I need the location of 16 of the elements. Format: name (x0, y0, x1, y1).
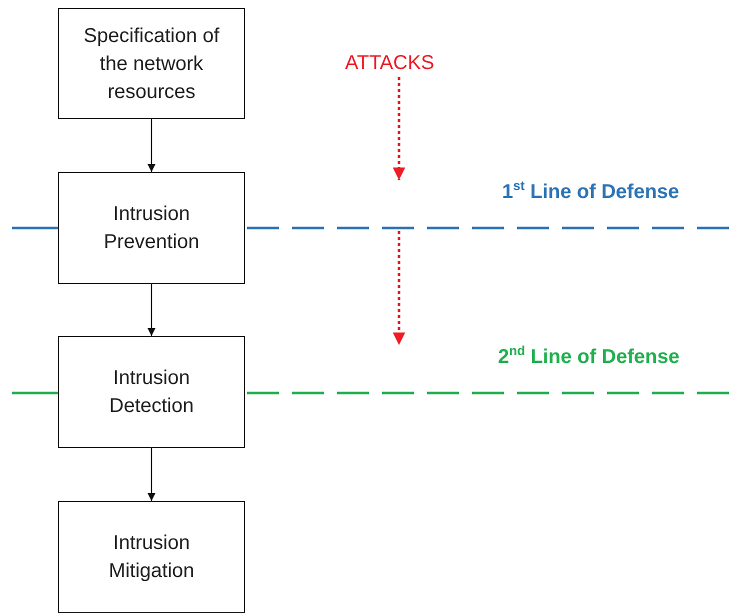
box-label: Intrusion Detection (108, 366, 195, 419)
box-label: Intrusion Prevention (102, 202, 200, 255)
process-box (58, 8, 245, 119)
arrow (392, 77, 406, 180)
arrow (392, 231, 406, 345)
process-box (58, 501, 245, 613)
box-label: Intrusion Mitigation (108, 531, 196, 584)
process-box (58, 172, 245, 284)
defense-label: 1$^{st}$ Line of Defense (502, 180, 680, 204)
attacks-label: ATTACKS (345, 51, 434, 75)
box-label: Specification of the network resources (82, 24, 220, 104)
arrow (148, 284, 156, 336)
arrow (148, 119, 156, 172)
arrow (148, 448, 156, 501)
defense-label: 2$^{nd}$ Line of Defense (498, 345, 680, 369)
process-box (58, 336, 245, 448)
